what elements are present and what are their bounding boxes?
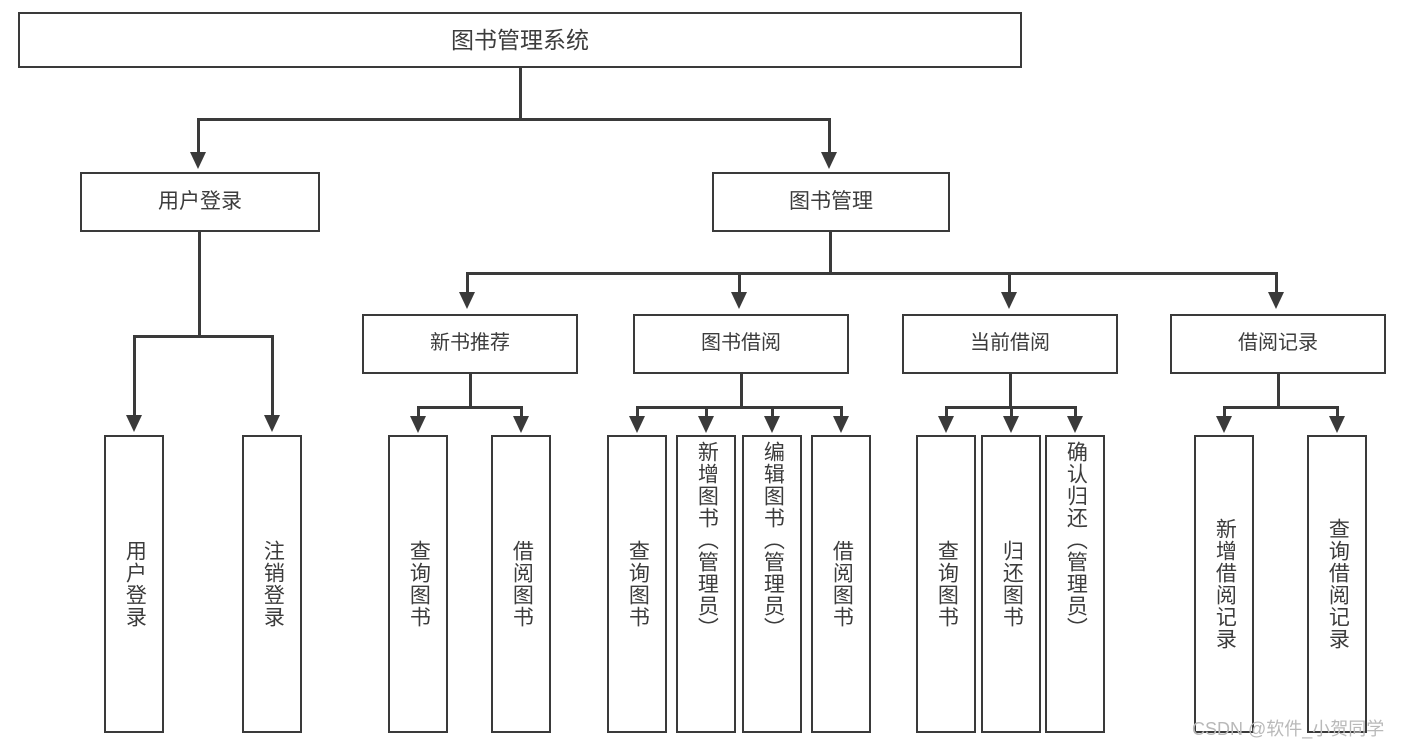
leaf-current-borrow-return[interactable]: 归还图书 [981, 435, 1041, 733]
node-book-management-label: 图书管理 [789, 189, 873, 213]
connector-borrowrecords-to-leaf1 [1223, 406, 1226, 418]
connector-bookborrow-to-leaf2 [705, 406, 708, 418]
connector-borrowrecords-to-leaf2 [1336, 406, 1339, 418]
connector-bookborrow-to-leaf3 [771, 406, 774, 418]
leaf-current-borrow-query[interactable]: 查询图书 [916, 435, 976, 733]
leaf-label: 新增借阅记录 [1213, 518, 1237, 650]
node-book-borrow[interactable]: 图书借阅 [633, 314, 849, 374]
connector-root-stem [519, 68, 522, 118]
arrow-root-to-bookmgmt [821, 152, 837, 169]
connector-currentborrow-to-leaf1 [945, 406, 948, 418]
connector-userlogin-to-leaf1 [133, 335, 136, 417]
node-root-system[interactable]: 图书管理系统 [18, 12, 1022, 68]
leaf-borrow-records-query[interactable]: 查询借阅记录 [1307, 435, 1367, 733]
leaf-user-login-login[interactable]: 用户登录 [104, 435, 164, 733]
csdn-watermark: CSDN @软件_小贺同学 [1192, 719, 1385, 739]
connector-currentborrow-to-leaf2 [1010, 406, 1013, 418]
connector-userlogin-bus [133, 335, 274, 338]
arrow-bookborrow-to-leaf4 [833, 416, 849, 433]
connector-bookmgmt-to-current [1008, 272, 1011, 294]
node-root-label: 图书管理系统 [451, 26, 589, 53]
connector-userlogin-to-leaf2 [271, 335, 274, 417]
connector-bookmgmt-to-records [1275, 272, 1278, 294]
node-current-borrow[interactable]: 当前借阅 [902, 314, 1118, 374]
connector-root-bus [197, 118, 831, 121]
connector-userlogin-stem [198, 232, 201, 335]
arrow-newbook-to-leaf1 [410, 416, 426, 433]
connector-bookmgmt-bus [466, 272, 1278, 275]
arrow-bookmgmt-to-current [1001, 292, 1017, 309]
leaf-label: 用户登录 [123, 540, 147, 628]
connector-newbook-stem [469, 374, 472, 408]
arrow-currentborrow-to-leaf3 [1067, 416, 1083, 433]
leaf-label: 查询借阅记录 [1326, 518, 1350, 650]
arrow-userlogin-to-leaf2 [264, 415, 280, 432]
leaf-borrow-records-add[interactable]: 新增借阅记录 [1194, 435, 1254, 733]
connector-root-to-userlogin [197, 118, 200, 154]
arrow-currentborrow-to-leaf1 [938, 416, 954, 433]
arrow-bookborrow-to-leaf3 [764, 416, 780, 433]
leaf-label: 查询图书 [935, 540, 959, 628]
leaf-label: 查询图书 [407, 540, 431, 628]
leaf-current-borrow-confirm-return[interactable]: 确认归还（管理员） [1045, 435, 1105, 733]
node-borrow-records-label: 借阅记录 [1238, 332, 1318, 355]
leaf-label: 新增图书（管理员） [695, 441, 719, 639]
arrow-borrowrecords-to-leaf2 [1329, 416, 1345, 433]
arrow-bookmgmt-to-records [1268, 292, 1284, 309]
node-user-login-label: 用户登录 [158, 189, 242, 213]
leaf-label: 归还图书 [1000, 540, 1024, 628]
node-book-borrow-label: 图书借阅 [701, 332, 781, 355]
node-user-login[interactable]: 用户登录 [80, 172, 320, 232]
connector-root-to-bookmgmt [828, 118, 831, 154]
connector-currentborrow-stem [1009, 374, 1012, 408]
arrow-newbook-to-leaf2 [513, 416, 529, 433]
leaf-label: 确认归还（管理员） [1064, 441, 1088, 639]
connector-bookmgmt-to-newbook [466, 272, 469, 294]
node-new-book-recommend[interactable]: 新书推荐 [362, 314, 578, 374]
connector-currentborrow-to-leaf3 [1074, 406, 1077, 418]
connector-bookborrow-stem [740, 374, 743, 408]
arrow-bookmgmt-to-newbook [459, 292, 475, 309]
connector-borrowrecords-stem [1277, 374, 1280, 408]
leaf-book-borrow-borrow[interactable]: 借阅图书 [811, 435, 871, 733]
arrow-currentborrow-to-leaf2 [1003, 416, 1019, 433]
leaf-book-borrow-add[interactable]: 新增图书（管理员） [676, 435, 736, 733]
connector-newbook-to-leaf2 [520, 406, 523, 418]
leaf-label: 编辑图书（管理员） [761, 441, 785, 639]
node-book-management[interactable]: 图书管理 [712, 172, 950, 232]
connector-bookmgmt-to-borrow [738, 272, 741, 294]
leaf-new-book-query[interactable]: 查询图书 [388, 435, 448, 733]
leaf-label: 借阅图书 [830, 540, 854, 628]
arrow-root-to-userlogin [190, 152, 206, 169]
arrow-bookmgmt-to-borrow [731, 292, 747, 309]
connector-newbook-to-leaf1 [417, 406, 420, 418]
arrow-borrowrecords-to-leaf1 [1216, 416, 1232, 433]
leaf-user-login-logout[interactable]: 注销登录 [242, 435, 302, 733]
leaf-label: 查询图书 [626, 540, 650, 628]
node-current-borrow-label: 当前借阅 [970, 332, 1050, 355]
connector-bookmgmt-stem [829, 232, 832, 274]
connector-bookborrow-bus [636, 406, 843, 409]
leaf-new-book-borrow[interactable]: 借阅图书 [491, 435, 551, 733]
leaf-book-borrow-edit[interactable]: 编辑图书（管理员） [742, 435, 802, 733]
node-borrow-records[interactable]: 借阅记录 [1170, 314, 1386, 374]
leaf-book-borrow-query[interactable]: 查询图书 [607, 435, 667, 733]
connector-bookborrow-to-leaf4 [840, 406, 843, 418]
connector-bookborrow-to-leaf1 [636, 406, 639, 418]
arrow-userlogin-to-leaf1 [126, 415, 142, 432]
connector-borrowrecords-bus [1223, 406, 1339, 409]
leaf-label: 借阅图书 [510, 540, 534, 628]
node-new-book-recommend-label: 新书推荐 [430, 332, 510, 355]
connector-newbook-bus [417, 406, 523, 409]
leaf-label: 注销登录 [261, 540, 285, 628]
arrow-bookborrow-to-leaf2 [698, 416, 714, 433]
arrow-bookborrow-to-leaf1 [629, 416, 645, 433]
